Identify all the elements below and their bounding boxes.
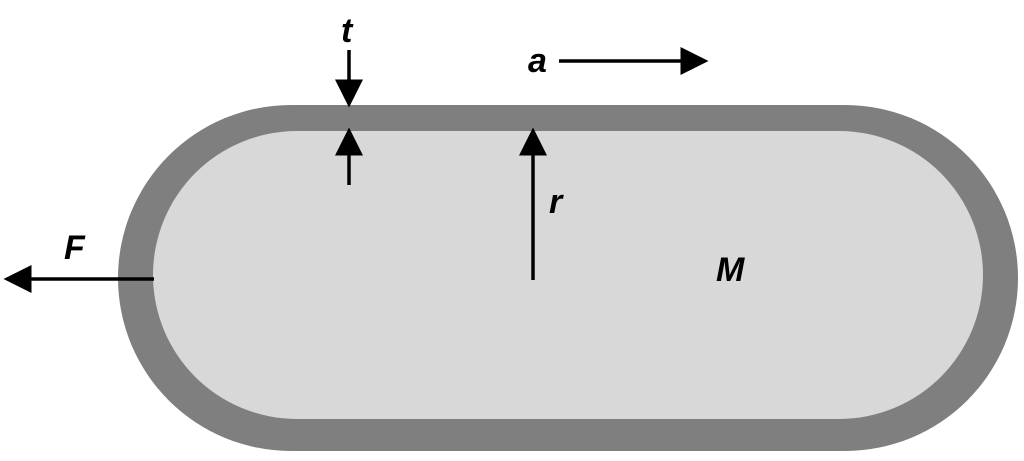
capsule-interior xyxy=(153,131,983,419)
acceleration-label: a xyxy=(528,42,547,80)
radius-label: r xyxy=(549,183,564,221)
force-label: F xyxy=(64,229,86,267)
thickness-label: t xyxy=(341,12,354,50)
mass-label: M xyxy=(716,251,745,289)
